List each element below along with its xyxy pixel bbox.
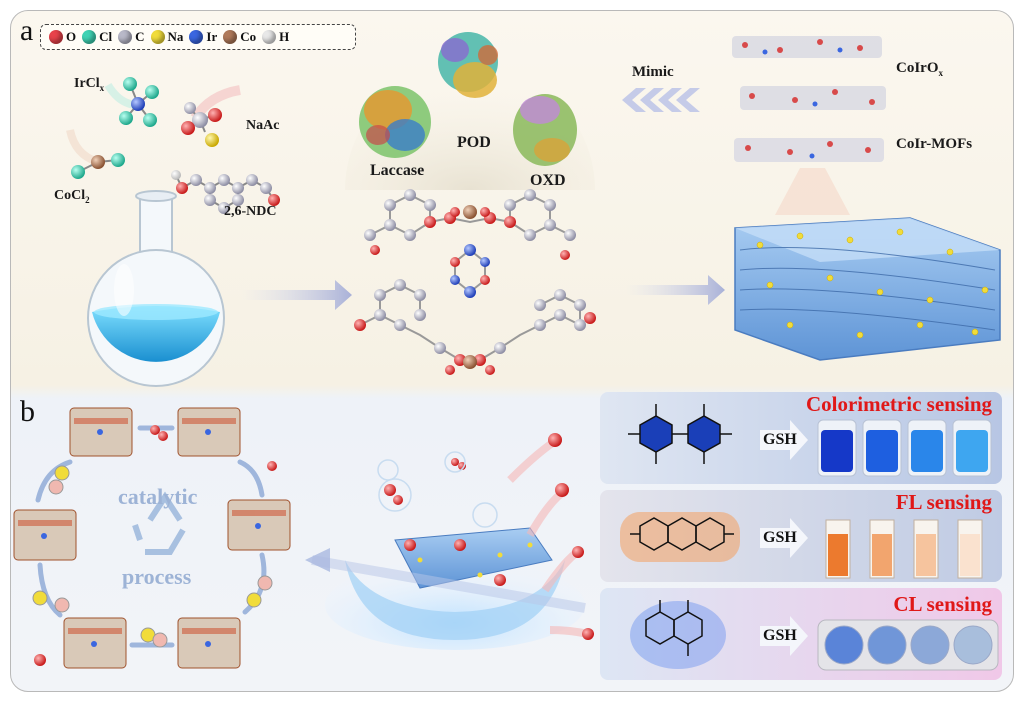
recycle-icon xyxy=(132,491,186,555)
legend-symbol: H xyxy=(279,29,290,44)
atom-swatch xyxy=(118,30,133,44)
gsh-label-cl: GSH xyxy=(763,627,797,644)
natural-enzymes xyxy=(345,32,595,190)
cl-title: CL sensing xyxy=(893,592,992,616)
cl-well xyxy=(824,625,864,665)
ndc-molecule xyxy=(171,170,280,214)
assembly-arrow xyxy=(625,275,725,305)
naac-label: NaAc xyxy=(246,118,280,133)
fl-tube-solution xyxy=(960,534,980,576)
process-label: process xyxy=(122,564,192,589)
ndc-label: 2,6-NDC xyxy=(224,204,277,219)
atom-swatch xyxy=(262,30,277,44)
legend-item-na: Na xyxy=(150,29,184,45)
synthesis-arrow xyxy=(240,280,352,310)
cuvette-solution xyxy=(866,430,898,472)
mimic-label: Mimic xyxy=(632,64,674,80)
sample-containers xyxy=(817,419,999,671)
legend-item-ir: Ir xyxy=(189,29,217,45)
legend-symbol: Ir xyxy=(206,29,218,44)
oxygen-trails xyxy=(507,433,594,640)
luminol-molecule xyxy=(630,600,726,669)
legend-item-o: O xyxy=(49,29,76,45)
legend-item-h: H xyxy=(262,29,289,45)
well-plate xyxy=(817,619,999,671)
cl-well xyxy=(953,625,993,665)
atom-swatch xyxy=(189,30,204,44)
mof-nanosheet-block xyxy=(734,217,1001,361)
legend-symbol: C xyxy=(135,29,145,44)
round-bottom-flask xyxy=(87,190,225,387)
fl-tube-solution xyxy=(872,534,892,576)
oxd-label: OXD xyxy=(530,172,566,189)
fl-title: FL sensing xyxy=(895,490,992,514)
naac-molecule xyxy=(181,85,241,147)
fl-tube-solution xyxy=(916,534,936,576)
panel-b-letter: b xyxy=(20,395,35,428)
coordination-atoms xyxy=(354,189,596,375)
legend-item-co: Co xyxy=(223,29,256,45)
oxd-structure xyxy=(513,94,577,166)
coordination-structure xyxy=(359,193,581,361)
cl-well xyxy=(867,625,907,665)
laccase-label: Laccase xyxy=(370,162,425,179)
mof-layers xyxy=(732,36,886,215)
atom-swatch xyxy=(223,30,238,44)
tmb-molecule xyxy=(628,404,732,464)
coir-mofs-label: CoIr-MOFs xyxy=(896,136,973,152)
atom-swatch xyxy=(82,30,97,44)
pod-label: POD xyxy=(457,134,491,151)
ircl-molecule xyxy=(104,77,159,127)
colorimetric-title: Colorimetric sensing xyxy=(805,392,992,416)
water-splash xyxy=(305,451,586,650)
cuvette-solution xyxy=(911,430,943,472)
laccase-structure xyxy=(359,86,431,158)
resorufin-molecule xyxy=(620,512,740,562)
legend-item-cl: Cl xyxy=(82,29,112,45)
legend-item-c: C xyxy=(118,29,145,45)
panel-a-letter: a xyxy=(20,14,34,47)
cocl-molecule xyxy=(66,129,125,179)
atom-swatch xyxy=(150,30,165,44)
legend-symbol: O xyxy=(66,29,77,44)
pod-structure xyxy=(438,32,498,98)
sensing-arrows xyxy=(760,420,808,656)
cuvette-solution xyxy=(956,430,988,472)
gsh-label-fl: GSH xyxy=(763,529,797,546)
mimic-arrows xyxy=(622,88,700,112)
coirox-label: CoIrOx xyxy=(896,60,943,78)
legend-symbol: Na xyxy=(167,29,184,44)
cuvette-solution xyxy=(821,430,853,472)
legend-symbol: Cl xyxy=(99,29,113,44)
ircl-label: IrClx xyxy=(74,76,105,93)
atom-swatch xyxy=(49,30,63,44)
catalytic-label: catalytic xyxy=(118,484,198,509)
cl-well xyxy=(910,625,950,665)
gsh-label-colorimetric: GSH xyxy=(763,431,797,448)
atom-legend: O Cl C Na Ir Co H xyxy=(40,24,356,50)
fl-tube-solution xyxy=(828,534,848,576)
catalytic-cycle xyxy=(13,407,291,669)
cocl-label: CoCl2 xyxy=(54,188,90,205)
legend-symbol: Co xyxy=(240,29,257,44)
